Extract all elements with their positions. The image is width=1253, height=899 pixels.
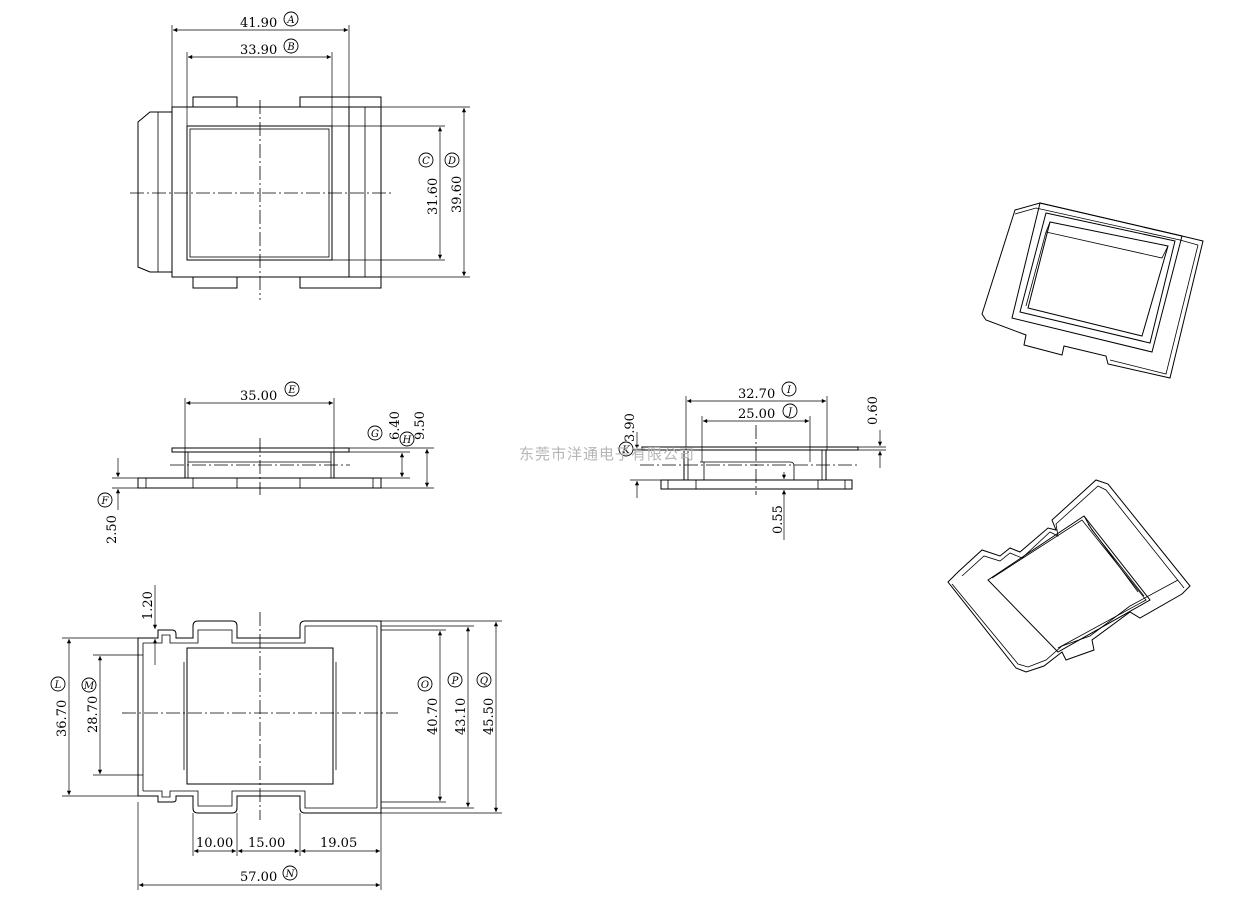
dimension-B-value: 33.90 bbox=[240, 43, 277, 58]
marker-Q: Q bbox=[480, 676, 488, 687]
dimension-J-value: 25.00 bbox=[738, 407, 775, 422]
dimension-bottom-flange: 1.20 bbox=[141, 585, 158, 665]
marker-A-circle bbox=[283, 11, 299, 27]
dimension-O-value: 40.70 bbox=[426, 698, 441, 735]
marker-P-circle bbox=[447, 672, 463, 688]
marker-F-circle bbox=[97, 492, 113, 508]
dimension-P: 43.10 P bbox=[381, 625, 474, 809]
dimension-E-value: 35.00 bbox=[240, 389, 277, 404]
marker-J-circle bbox=[782, 403, 798, 419]
dimension-D-value: 39.60 bbox=[450, 176, 465, 213]
dimension-D: 39.60 D bbox=[381, 106, 470, 278]
dimension-B: 33.90 B bbox=[186, 38, 333, 126]
top-view bbox=[130, 96, 392, 300]
marker-C: C bbox=[422, 156, 430, 167]
dimension-N-value: 57.00 bbox=[240, 870, 277, 885]
watermark: 东莞市洋通电子有限公司 bbox=[519, 445, 695, 463]
marker-H-circle bbox=[399, 431, 415, 447]
dimension-L: 36.70 L bbox=[50, 637, 138, 797]
dimension-C: 31.60 C bbox=[332, 125, 445, 261]
marker-A: A bbox=[286, 15, 294, 26]
marker-O-circle bbox=[417, 676, 433, 692]
dimension-J: 25.00 J bbox=[701, 403, 811, 462]
dimension-side-thickness: 0.60 bbox=[858, 396, 886, 468]
dimension-K: 3.90 K bbox=[618, 413, 684, 498]
side-step-value: 0.55 bbox=[771, 505, 786, 534]
marker-Q-circle bbox=[476, 672, 492, 688]
marker-P: P bbox=[451, 676, 459, 687]
dimension-M: 28.70 M bbox=[81, 654, 143, 776]
marker-L: L bbox=[54, 680, 62, 691]
dimension-F-value: 2.50 bbox=[105, 515, 120, 544]
dimension-E: 35.00 E bbox=[184, 381, 335, 452]
dimension-C-value: 31.60 bbox=[426, 178, 441, 215]
bottom-seg3-value: 19.05 bbox=[320, 836, 357, 851]
isometric-view-top bbox=[981, 202, 1204, 379]
marker-K: K bbox=[621, 445, 630, 456]
marker-G-circle bbox=[367, 425, 383, 441]
marker-B: B bbox=[286, 42, 294, 53]
dimension-side-step: 0.55 bbox=[771, 472, 787, 540]
marker-B-circle bbox=[283, 38, 299, 54]
dimension-Q-value: 45.50 bbox=[482, 698, 497, 735]
marker-O: O bbox=[421, 680, 429, 691]
marker-G: G bbox=[371, 429, 379, 440]
marker-E-circle bbox=[284, 381, 300, 397]
dimension-G-value: 6.40 bbox=[388, 411, 403, 440]
side-thickness-value: 0.60 bbox=[866, 396, 881, 425]
bottom-seg1-value: 10.00 bbox=[196, 836, 233, 851]
marker-L-circle bbox=[50, 676, 66, 692]
dimension-N: 57.00 N bbox=[139, 865, 380, 888]
marker-K-circle bbox=[618, 441, 634, 457]
dimension-M-value: 28.70 bbox=[86, 696, 101, 733]
marker-E: E bbox=[287, 385, 296, 396]
front-view bbox=[137, 438, 382, 495]
marker-N-circle bbox=[282, 865, 298, 881]
dimension-P-value: 43.10 bbox=[454, 698, 469, 735]
dimension-L-value: 36.70 bbox=[55, 700, 70, 737]
bottom-flange-value: 1.20 bbox=[141, 591, 156, 620]
marker-D: D bbox=[447, 156, 456, 167]
dimension-G: 6.40 G bbox=[349, 411, 410, 479]
marker-I: I bbox=[786, 385, 792, 396]
marker-N: N bbox=[285, 869, 296, 880]
marker-H: H bbox=[402, 435, 412, 446]
marker-D-circle bbox=[444, 152, 460, 168]
dimension-O: 40.70 O bbox=[381, 629, 446, 803]
dimension-F: 2.50 F bbox=[97, 458, 138, 544]
marker-M-circle bbox=[81, 677, 97, 693]
marker-C-circle bbox=[418, 152, 434, 168]
dimension-H: 9.50 H bbox=[349, 411, 434, 489]
dimension-I-value: 32.70 bbox=[738, 387, 775, 402]
isometric-view-bottom bbox=[947, 479, 1191, 673]
marker-I-circle bbox=[781, 381, 797, 397]
dimension-H-value: 9.50 bbox=[413, 411, 428, 440]
dimension-bottom-segments: 10.00 15.00 19.05 bbox=[137, 802, 382, 890]
dimension-Q: 45.50 Q bbox=[381, 620, 502, 814]
dimension-I: 32.70 I bbox=[685, 381, 828, 450]
dimension-K-value: 3.90 bbox=[623, 413, 638, 442]
marker-M: M bbox=[83, 681, 95, 692]
marker-J: J bbox=[786, 407, 793, 418]
dimension-A-value: 41.90 bbox=[240, 16, 277, 31]
dimension-A: 41.90 A bbox=[171, 11, 350, 107]
bottom-seg2-value: 15.00 bbox=[248, 836, 285, 851]
bottom-view bbox=[122, 612, 398, 820]
marker-F: F bbox=[101, 496, 110, 507]
